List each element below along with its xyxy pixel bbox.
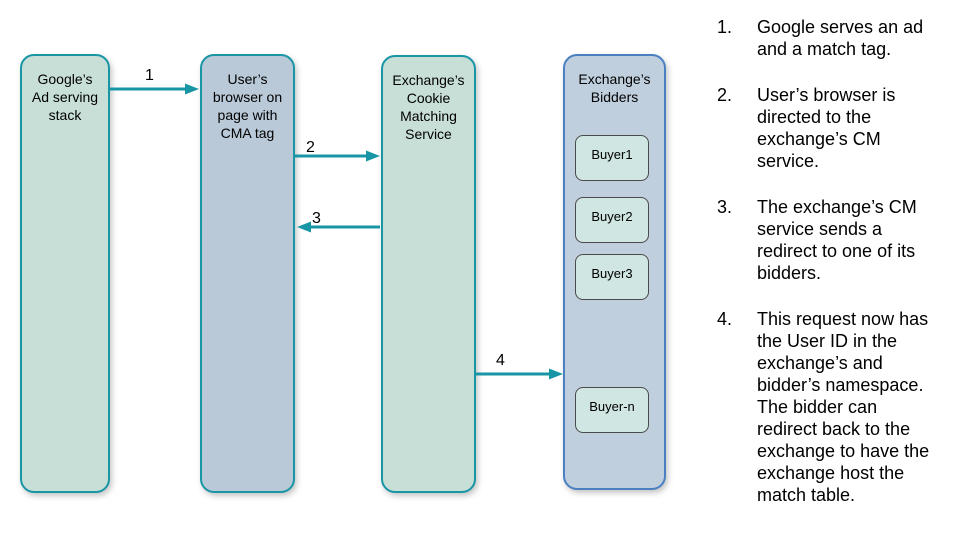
arrow-label-3: 3 [312,210,321,227]
step-number: 4. [717,309,733,329]
buyer-chip-3: Buyer3 [575,254,649,300]
step-text: The exchange’s CM service sends a redire… [757,197,917,283]
step-text: User’s browser is directed to the exchan… [757,85,896,171]
step-item-1: 1. Google serves an ad and a match tag. [717,16,947,60]
node-label-exchange-bidders: Exchange’s Bidders [578,71,651,105]
arrow-4-cm-to-bidders [475,368,563,380]
step-item-3: 3. The exchange’s CM service sends a red… [717,196,947,284]
step-item-2: 2. User’s browser is directed to the exc… [717,84,947,172]
arrow-label-2: 2 [306,139,315,156]
buyer-chip-1: Buyer1 [575,135,649,181]
node-label-exchange-cm-service: Exchange’s Cookie Matching Service [392,72,465,142]
step-item-4: 4. This request now has the User ID in t… [717,308,947,506]
step-number: 3. [717,197,733,217]
step-text: Google serves an ad and a match tag. [757,17,924,59]
buyer-chip-2: Buyer2 [575,197,649,243]
arrow-3-cm-to-browser [297,221,380,233]
arrow-1-google-to-browser [110,83,199,95]
step-number: 2. [717,85,733,105]
node-exchange-bidders: Exchange’s Bidders Buyer1 Buyer2 Buyer3 … [563,54,666,490]
steps-list: 1. Google serves an ad and a match tag. … [717,16,947,530]
node-users-browser: User’s browser on page with CMA tag [200,54,295,493]
arrow-label-4: 4 [496,352,505,369]
node-exchange-cm-service: Exchange’s Cookie Matching Service [381,55,476,493]
step-number: 1. [717,17,733,37]
node-label-google: Google’s Ad serving stack [31,71,99,123]
buyer-chip-n: Buyer-n [575,387,649,433]
step-text: This request now has the User ID in the … [757,309,930,505]
arrow-label-1: 1 [145,67,154,84]
node-google-ad-serving-stack: Google’s Ad serving stack [20,54,110,493]
node-label-users-browser: User’s browser on page with CMA tag [212,71,283,141]
